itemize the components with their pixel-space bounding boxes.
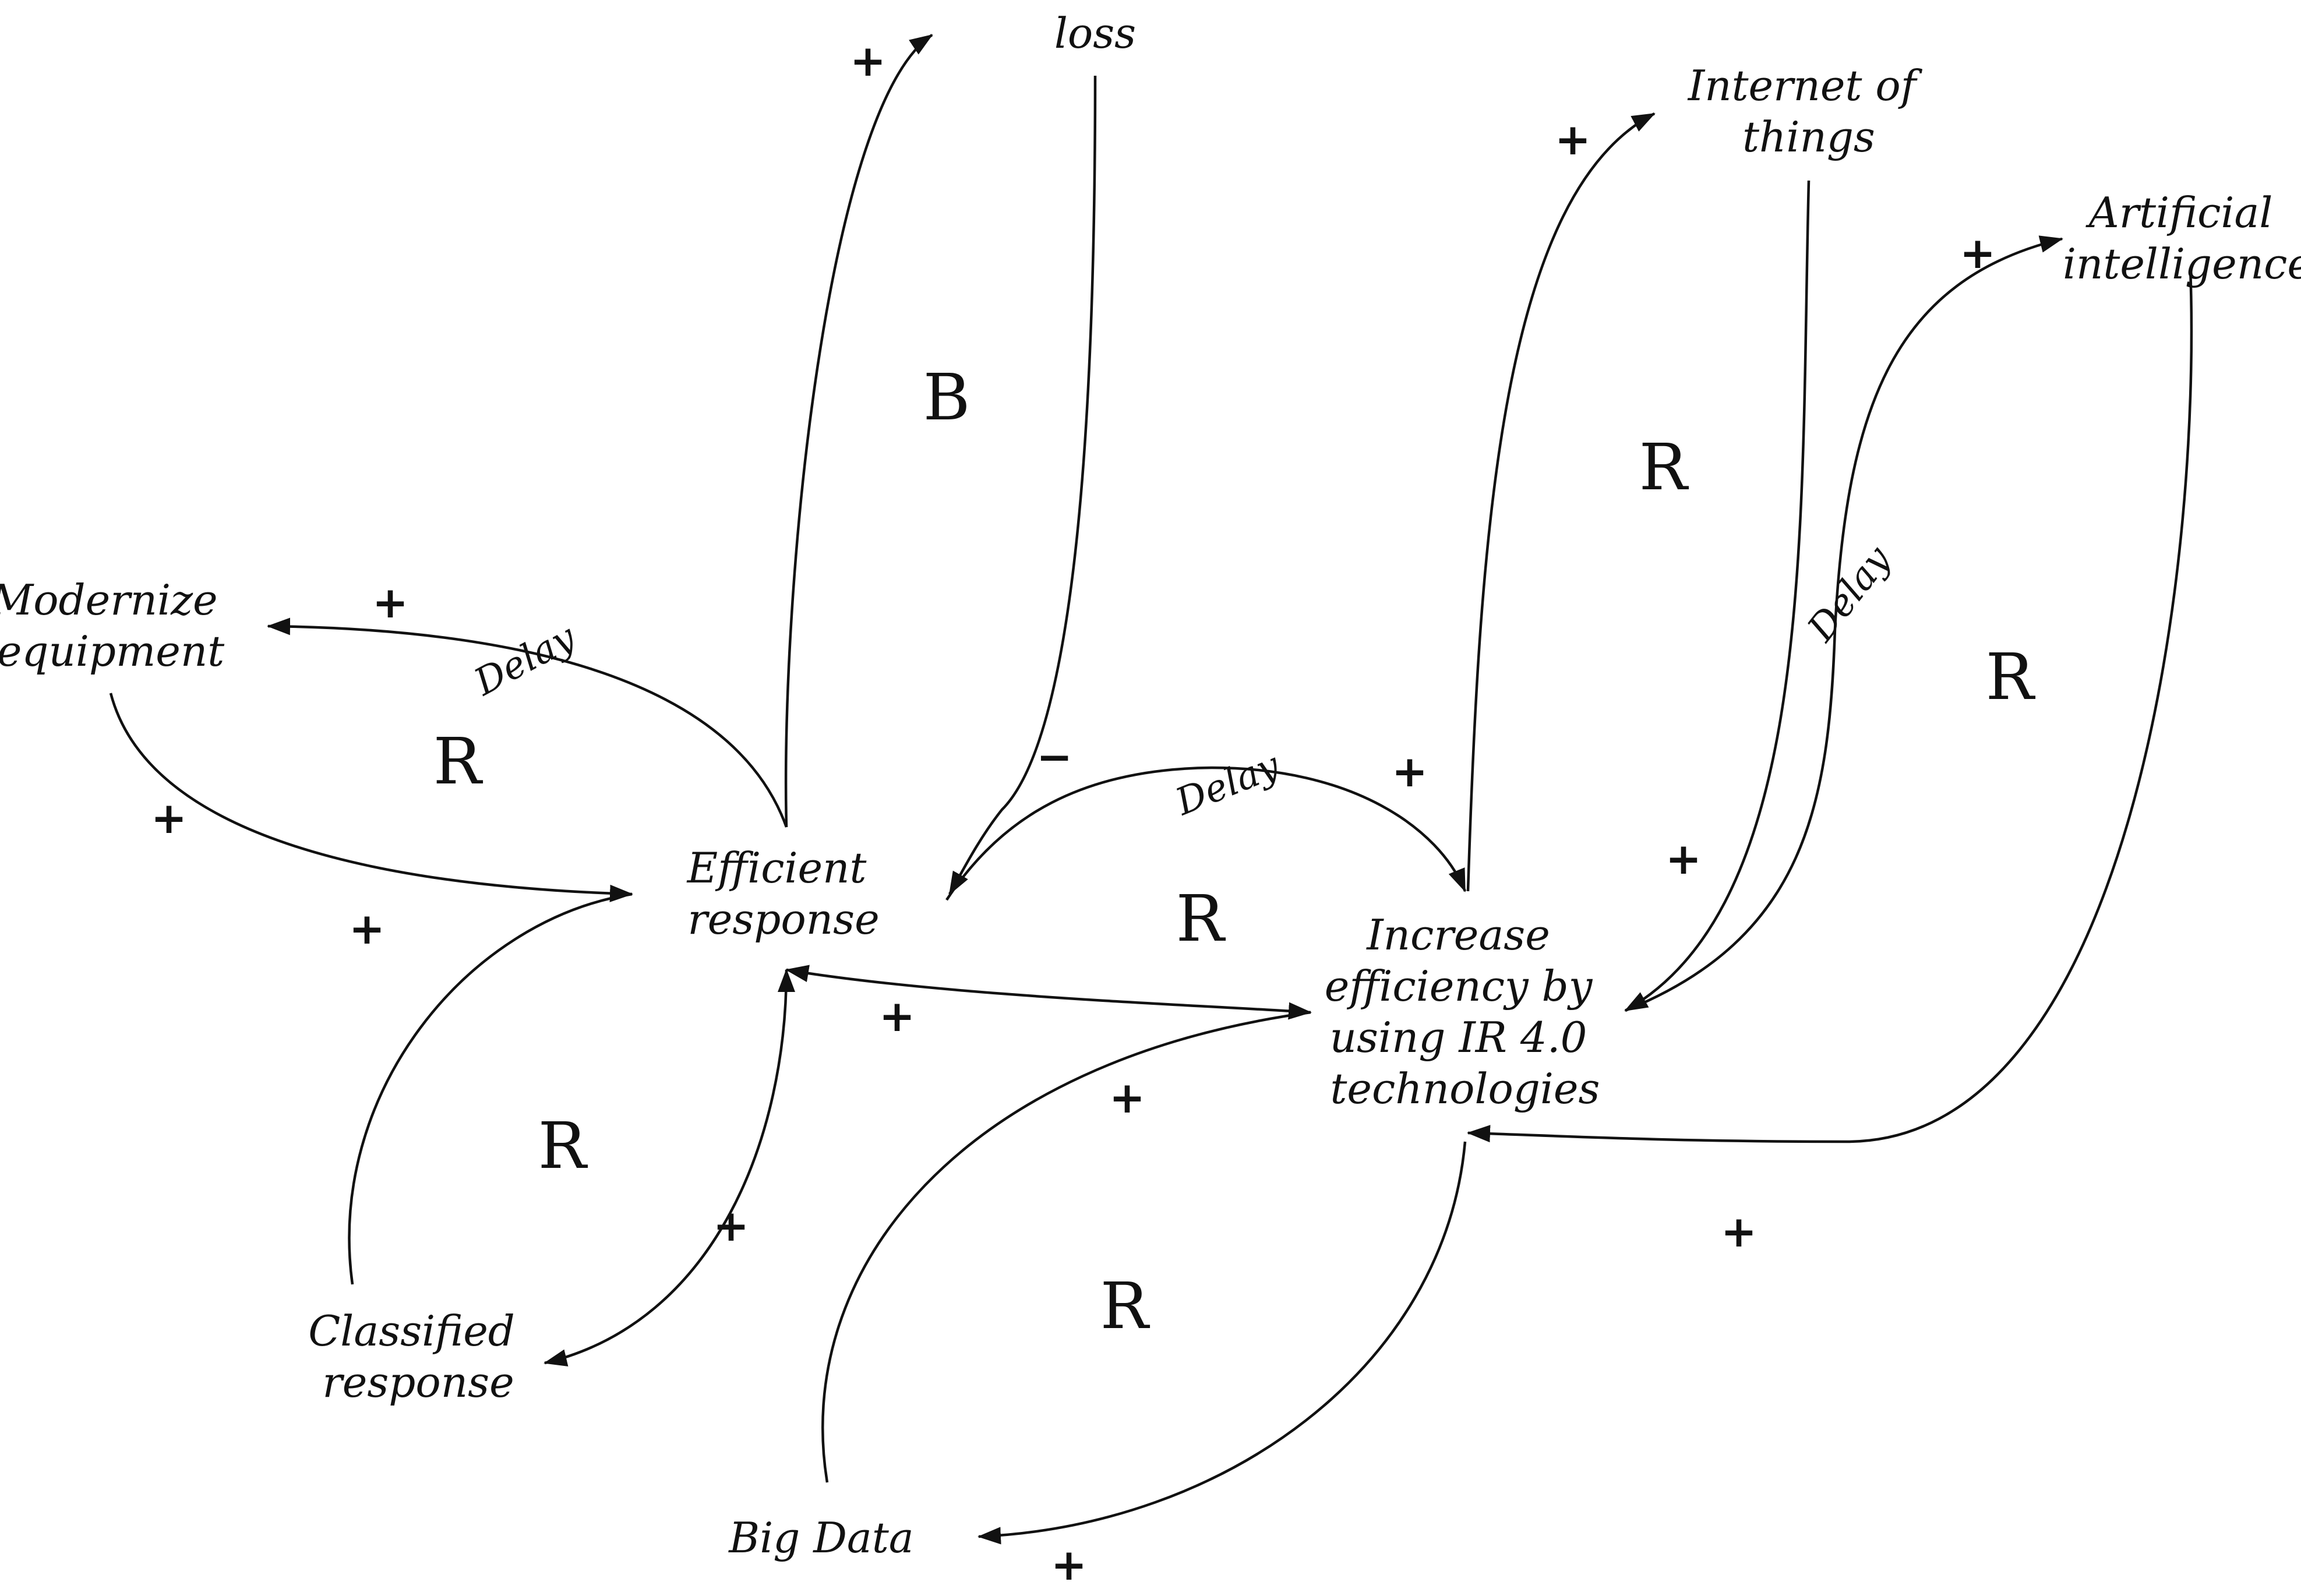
edge-loss-to-efficient-response (948, 75, 1097, 895)
loop-label-reinforcing: R (538, 1108, 588, 1183)
loop-label-reinforcing: R (1100, 1269, 1150, 1343)
node-internet-of-things: Internet of things (1687, 61, 1929, 161)
edge-efficient-response-to-loss (784, 34, 933, 828)
edge-artificial-intelligence-to-increase-efficiency (1467, 267, 2193, 1143)
edge-increase-efficiency-to-efficient-response (785, 965, 1312, 1020)
loop-label-reinforcing: R (433, 724, 484, 799)
loop-label-reinforcing: R (1176, 881, 1226, 956)
edge-modernize-equipment-to-efficient-response (109, 693, 633, 902)
polarity-plus-increase-to-efficient: + (879, 991, 915, 1041)
polarity-plus-efficient-to-classified: + (713, 1201, 749, 1251)
edge-increase-efficiency-to-artificial-intelligence (1625, 235, 2063, 1012)
edge-efficient-response-to-increase-efficiency (945, 766, 1467, 901)
node-increase-efficiency: Increase efficiency by using IR 4.0 tech… (1325, 910, 1606, 1113)
polarity-plus-ai-to-increase: + (1721, 1207, 1757, 1257)
node-big-data: Big Data (728, 1513, 913, 1562)
node-efficient-response: Efficient response (686, 843, 880, 944)
edge-classified-response-to-efficient-response (348, 892, 633, 1285)
polarity-plus-modernize-to-efficient: + (151, 793, 187, 843)
loop-label-balancing: B (923, 360, 970, 435)
polarity-plus-increase-to-internet-of-things: + (1555, 115, 1591, 165)
polarity-plus-increase-to-ai: + (1960, 228, 1996, 278)
loop-label-reinforcing: R (1986, 640, 2036, 714)
polarity-plus-increase-to-big-data: + (1051, 1540, 1087, 1590)
delay-label-increase-efficiency: Delay (1169, 744, 1286, 824)
edge-big-data-to-increase-efficiency (821, 1011, 1311, 1483)
edge-efficient-response-to-modernize-equipment (267, 617, 788, 828)
polarity-plus-internet-of-things-to-increase: + (1665, 834, 1702, 884)
polarity-plus-efficient-to-modernize: + (372, 578, 408, 628)
edge-internet-of-things-to-increase-efficiency (1624, 180, 1811, 1012)
delay-label-artificial-intelligence: Delay (1799, 538, 1900, 650)
edge-increase-efficiency-to-internet-of-things (1466, 112, 1656, 892)
node-artificial-intelligence: Artificial intelligence (2063, 188, 2301, 288)
polarity-plus-big-data-to-increase: + (1109, 1073, 1145, 1123)
loop-label-reinforcing: R (1639, 430, 1689, 504)
polarity-plus-efficient-to-loss: + (850, 36, 886, 86)
delay-label-modernize: Delay (467, 616, 583, 705)
node-modernize-equipment: Modernize equipment (0, 575, 231, 676)
node-loss: loss (1054, 9, 1136, 58)
polarity-plus-efficient-to-increase: + (1392, 747, 1428, 797)
edge-efficient-response-to-classified-response (544, 969, 795, 1367)
node-classified-response: Classified response (308, 1307, 528, 1407)
edge-increase-efficiency-to-big-data (977, 1141, 1467, 1545)
polarity-plus-classified-to-efficient: + (349, 904, 385, 954)
polarity-minus-loss-to-efficient: − (1036, 732, 1072, 782)
